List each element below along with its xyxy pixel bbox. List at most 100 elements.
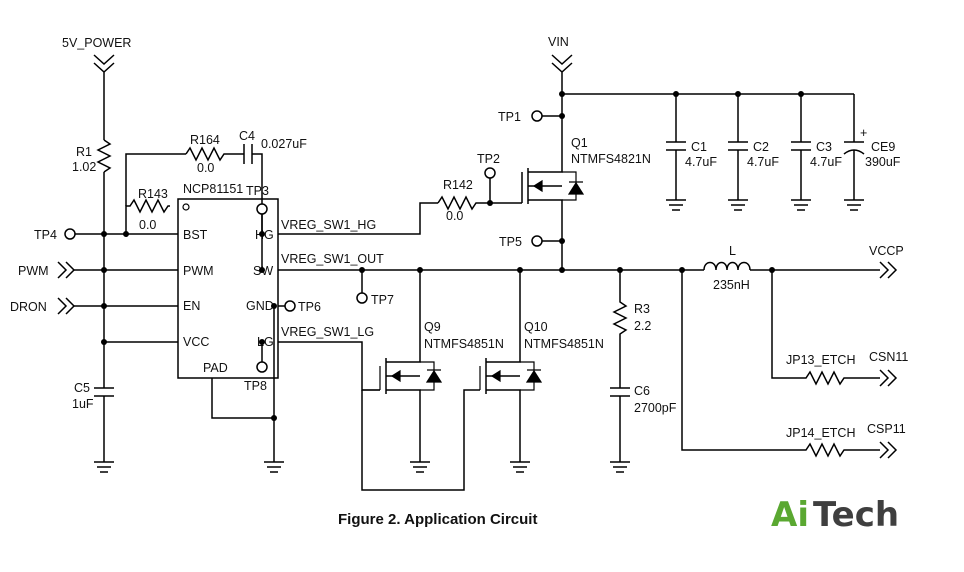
- r1-ref: R1: [76, 145, 92, 159]
- ground-icon: [410, 461, 430, 473]
- c1-ref: C1: [691, 140, 707, 154]
- tp7-label: TP7: [371, 293, 394, 307]
- pad-wire: [211, 378, 274, 419]
- test-point-tp3[interactable]: TP3: [246, 184, 269, 215]
- c3-symbol: [791, 94, 811, 200]
- q9-diode-icon: [425, 369, 443, 383]
- net-out-label: VREG_SW1_OUT: [281, 252, 384, 266]
- r1-value: 1.02: [72, 160, 96, 174]
- c5-symbol: [94, 387, 114, 462]
- test-point-tp8[interactable]: TP8: [244, 342, 268, 393]
- csn11-label: CSN11: [869, 350, 908, 364]
- net-hg-label: VREG_SW1_HG: [281, 218, 376, 232]
- test-point-tp2[interactable]: TP2: [477, 152, 500, 206]
- r3-ref: R3: [634, 302, 650, 316]
- supply-vin: VIN: [548, 35, 573, 164]
- jumper-jp14: JP14_ETCH: [681, 270, 880, 458]
- tp1-icon[interactable]: [531, 110, 543, 122]
- c5-ref: C5: [74, 381, 90, 395]
- c4-value: 0.027uF: [261, 137, 307, 151]
- bootstrap-wire: [125, 153, 186, 206]
- capacitor-c3: C3 4.7uF: [791, 91, 842, 211]
- test-point-tp1[interactable]: TP1: [498, 110, 562, 124]
- junction: [559, 267, 565, 273]
- logo-part-ai: Ai: [771, 495, 809, 535]
- resistor-r142: R142 0.0: [437, 178, 522, 223]
- jp14-ref: JP14_ETCH: [786, 426, 855, 440]
- c6-ref: C6: [634, 384, 650, 398]
- r3-symbol: [612, 270, 628, 388]
- pin-gnd: GND: [246, 299, 274, 313]
- ground-icon: [94, 461, 114, 473]
- c2-ref: C2: [753, 140, 769, 154]
- q10-value: NTMFS4851N: [524, 337, 604, 351]
- supply-5v-power: 5V_POWER: [62, 36, 131, 140]
- q9-value: NTMFS4851N: [424, 337, 504, 351]
- test-point-tp5[interactable]: TP5: [499, 235, 562, 249]
- supply-5v-label: 5V_POWER: [62, 36, 131, 50]
- q1-value: NTMFS4821N: [571, 152, 651, 166]
- tp6-label: TP6: [298, 300, 321, 314]
- c2-value: 4.7uF: [747, 155, 779, 169]
- output-csn11: CSN11: [869, 350, 908, 387]
- c5-value: 1uF: [72, 397, 94, 411]
- pin1-marker-icon: [182, 203, 190, 211]
- junction: [271, 303, 277, 309]
- jp14-symbol: [681, 270, 880, 458]
- r164-value: 0.0: [197, 161, 214, 175]
- logo-part-tech: Tech: [813, 495, 899, 535]
- ground-icon: [844, 199, 864, 211]
- pin-bst: BST: [183, 228, 208, 242]
- tp5-icon[interactable]: [531, 235, 543, 247]
- junction: [271, 415, 277, 421]
- hg-net-wire: [278, 202, 438, 235]
- test-point-tp7[interactable]: TP7: [356, 267, 394, 307]
- jumper-jp13: JP13_ETCH: [771, 270, 880, 386]
- tp2-icon[interactable]: [484, 167, 496, 179]
- q9-arrow-icon: [390, 369, 401, 383]
- r1-symbol: [96, 139, 112, 173]
- test-point-tp4[interactable]: TP4: [34, 228, 76, 242]
- l-value: 235nH: [713, 278, 750, 292]
- r164-symbol: [185, 146, 244, 162]
- vccp-label: VCCP: [869, 244, 904, 258]
- c6-symbol: [610, 387, 630, 462]
- vin-label: VIN: [548, 35, 569, 49]
- r164-ref: R164: [190, 133, 220, 147]
- pin-pad: PAD: [203, 361, 228, 375]
- r142-symbol: [437, 195, 522, 211]
- q10-arrow-icon: [490, 369, 501, 383]
- pin-vcc: VCC: [183, 335, 209, 349]
- resistor-r164: R164 0.0: [185, 133, 244, 175]
- tp6-icon[interactable]: [284, 300, 296, 312]
- capacitor-ce9: + CE9 390uF: [843, 94, 901, 211]
- lg-gate-loop-wire: [361, 389, 480, 491]
- tp4-icon[interactable]: [64, 228, 76, 240]
- junction: [101, 231, 107, 237]
- r142-ref: R142: [443, 178, 473, 192]
- input-pwm: PWM: [18, 261, 178, 279]
- tp8-icon[interactable]: [256, 361, 268, 373]
- tp5-label: TP5: [499, 235, 522, 249]
- ground-icon: [510, 461, 530, 473]
- c3-value: 4.7uF: [810, 155, 842, 169]
- ce9-polarity: +: [860, 126, 867, 140]
- capacitor-c1: C1 4.7uF: [666, 91, 717, 211]
- tp2-label: TP2: [477, 152, 500, 166]
- test-point-tp6[interactable]: TP6: [278, 300, 321, 314]
- ce9-symbol: [843, 94, 865, 200]
- input-dron: DRON: [10, 297, 178, 315]
- input-arrow-icon: [57, 297, 76, 315]
- tp7-icon[interactable]: [356, 292, 368, 304]
- output-arrow-icon: [879, 369, 898, 387]
- capacitor-c5: C5 1uF: [72, 381, 114, 473]
- capacitor-c6: C6 2700pF: [610, 384, 677, 473]
- figure-caption: Figure 2. Application Circuit: [338, 511, 537, 528]
- jp13-symbol: [771, 270, 880, 386]
- ic-body: [177, 198, 279, 379]
- c4-ref: C4: [239, 129, 255, 143]
- l-ref: L: [729, 244, 736, 258]
- tp3-icon[interactable]: [256, 203, 268, 215]
- output-csp11: CSP11: [867, 422, 906, 459]
- ground-icon: [791, 199, 811, 211]
